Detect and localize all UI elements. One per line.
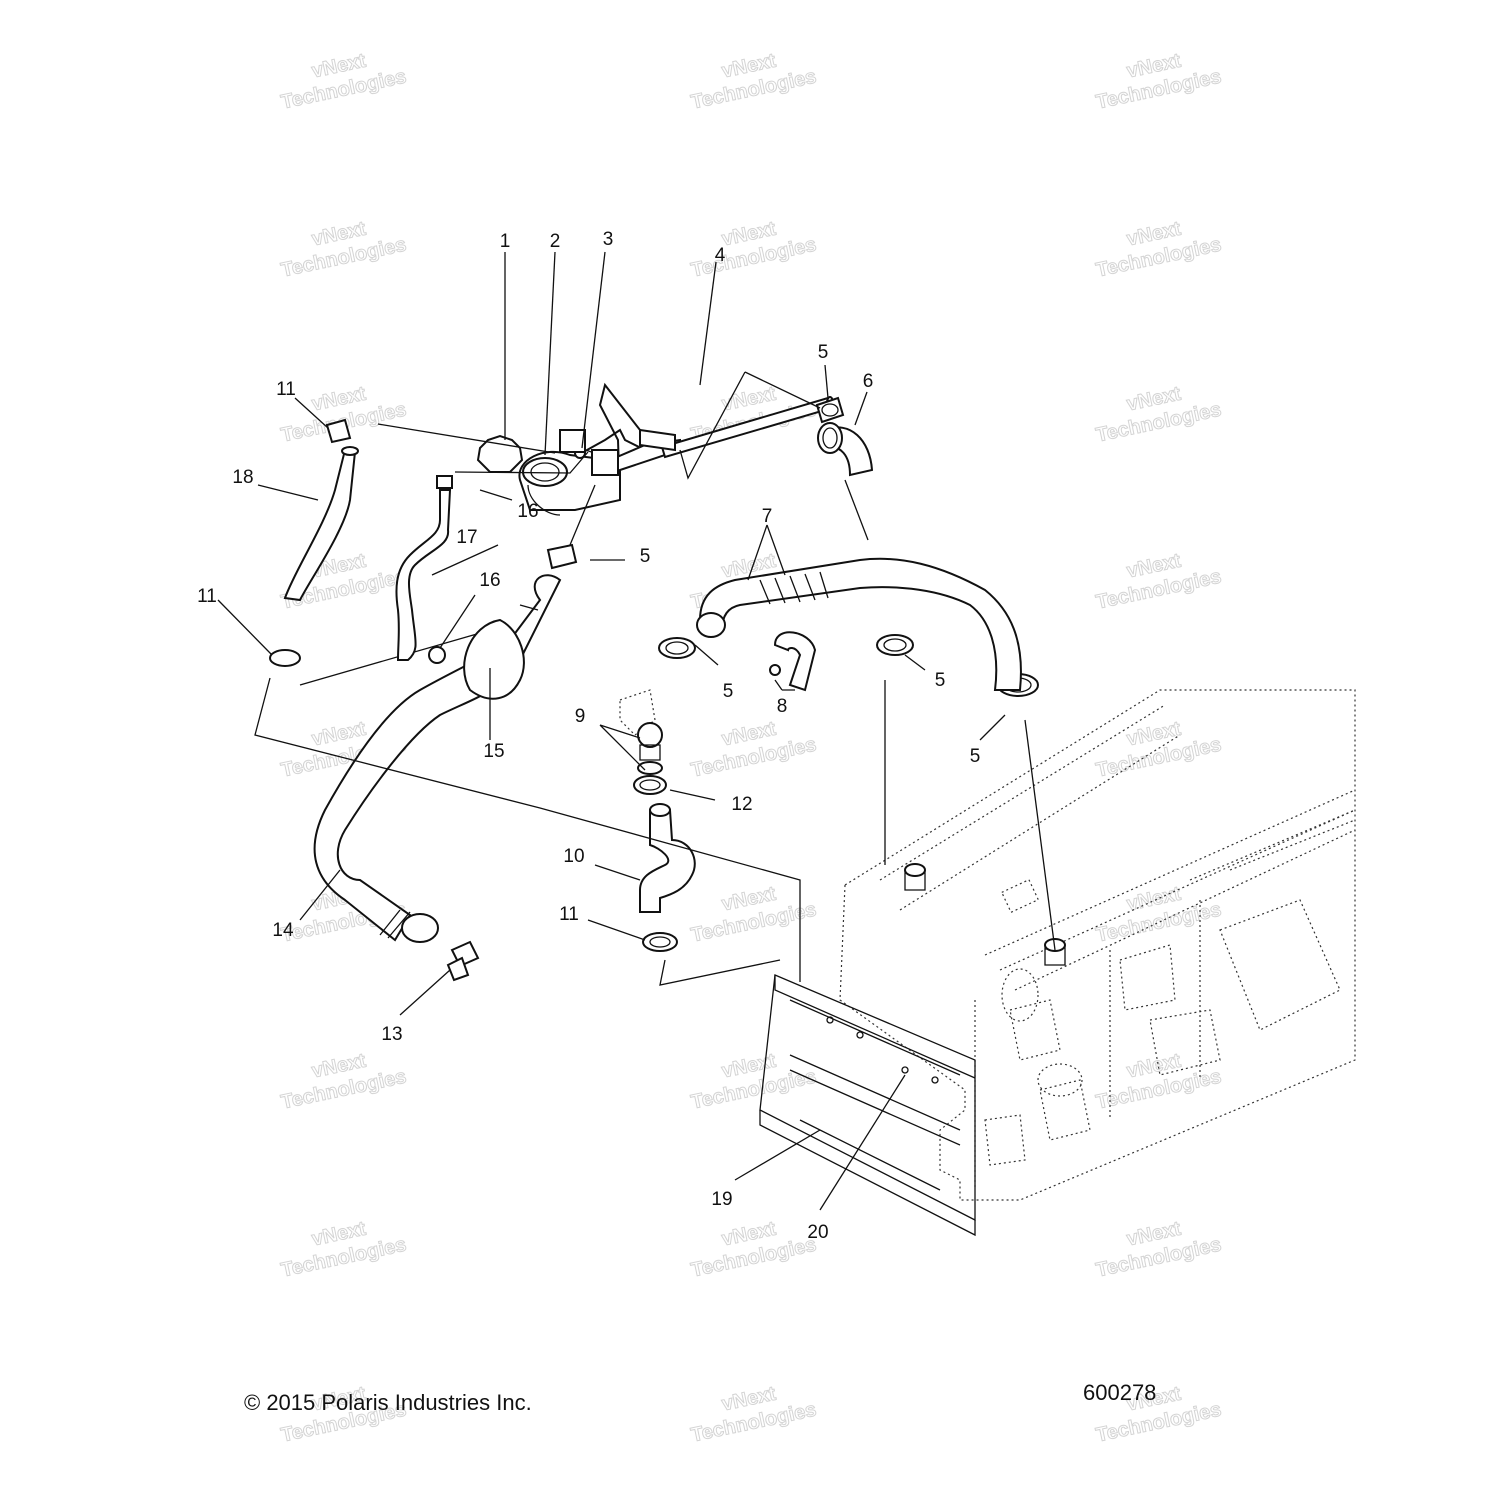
hose-clamp bbox=[815, 396, 845, 424]
clamp-13 bbox=[446, 940, 480, 982]
callout-5: 5 bbox=[935, 670, 946, 691]
callout-5: 5 bbox=[818, 342, 829, 363]
clamp-11 bbox=[325, 418, 352, 444]
plug-cap bbox=[428, 646, 446, 664]
clamp-11 bbox=[642, 932, 678, 952]
callout-11: 11 bbox=[197, 586, 217, 607]
hose-clamp bbox=[876, 634, 914, 656]
overflow-hose bbox=[395, 489, 452, 661]
callout-8: 8 bbox=[777, 696, 788, 717]
plug-cap bbox=[436, 475, 453, 489]
callout-16: 16 bbox=[517, 501, 538, 522]
callout-18: 18 bbox=[232, 467, 253, 488]
callout-12: 12 bbox=[731, 794, 752, 815]
tank-outlets bbox=[559, 428, 676, 476]
callout-9: 9 bbox=[575, 706, 586, 727]
hose-bracket bbox=[769, 631, 817, 692]
callout-6: 6 bbox=[863, 371, 874, 392]
callout-5: 5 bbox=[640, 546, 651, 567]
clamp-12 bbox=[633, 775, 667, 795]
callout-20: 20 bbox=[807, 1222, 828, 1243]
engine-chassis bbox=[759, 689, 1356, 1237]
leader-lines bbox=[217, 251, 1056, 1211]
thermostat bbox=[619, 689, 663, 775]
callout-3: 3 bbox=[603, 229, 614, 250]
callout-10: 10 bbox=[563, 846, 584, 867]
callout-15: 15 bbox=[483, 741, 504, 762]
clamp-11 bbox=[269, 649, 301, 667]
callout-5: 5 bbox=[970, 746, 981, 767]
callout-13: 13 bbox=[381, 1024, 402, 1045]
drain-line bbox=[299, 618, 525, 700]
callout-16: 16 bbox=[479, 570, 500, 591]
callout-labels: 1 2 3 4 5 6 11 18 16 7 17 5 16 11 5 5 8 … bbox=[197, 229, 980, 1243]
figure-number: 600278 bbox=[1083, 1380, 1157, 1405]
callout-11: 11 bbox=[559, 904, 579, 925]
elbow-hose bbox=[817, 422, 874, 477]
hose-clamp bbox=[658, 637, 696, 659]
hose-clamp bbox=[546, 543, 578, 570]
callout-7: 7 bbox=[762, 506, 773, 527]
bypass-hose bbox=[639, 803, 696, 913]
callout-14: 14 bbox=[272, 920, 294, 941]
callout-11: 11 bbox=[276, 379, 296, 400]
upper-radiator-hose bbox=[696, 557, 1022, 691]
callout-1: 1 bbox=[500, 231, 511, 252]
callout-5: 5 bbox=[723, 681, 734, 702]
callout-17: 17 bbox=[456, 527, 477, 548]
short-hose bbox=[283, 446, 359, 602]
callout-4: 4 bbox=[715, 245, 726, 266]
copyright-text: © 2015 Polaris Industries Inc. bbox=[244, 1390, 532, 1415]
callout-2: 2 bbox=[550, 231, 561, 252]
callout-19: 19 bbox=[711, 1189, 732, 1210]
